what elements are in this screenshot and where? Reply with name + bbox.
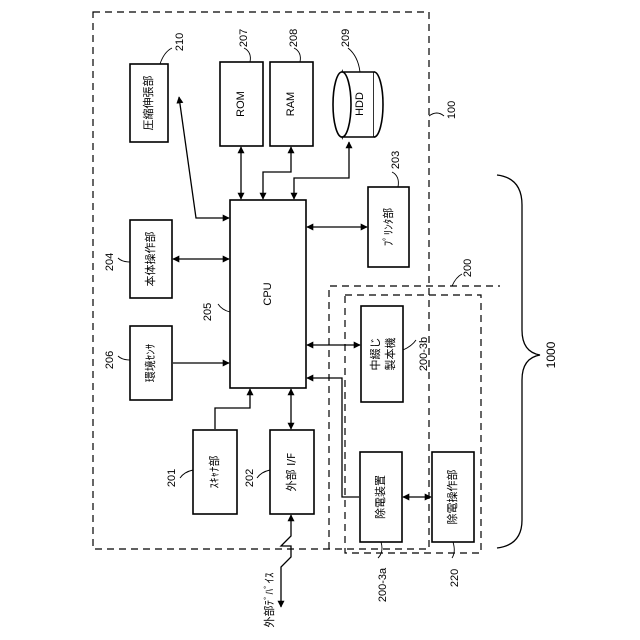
ref-leader-205 [218, 304, 230, 312]
rom-label: ROM [235, 91, 247, 117]
ref-204: 204 [104, 253, 116, 271]
ref-206: 206 [104, 351, 116, 369]
ref-leader-220 [452, 542, 454, 558]
connector-cpu-ram [263, 147, 291, 199]
env-sensor-label: 環境ｾﾝｻ [143, 343, 157, 382]
ref-202: 202 [244, 469, 256, 487]
ref-100: 100 [446, 101, 458, 119]
ref-208: 208 [288, 29, 300, 47]
ref-leader-200-3b [403, 340, 416, 350]
ref-leader-200-3a [378, 542, 382, 558]
ref-201: 201 [166, 469, 178, 487]
body-operation-label: 本体操作部 [143, 232, 157, 287]
ref-200-3b: 200-3b [418, 337, 430, 371]
ref-leader-200 [452, 274, 462, 286]
ram-label: RAM [285, 92, 297, 116]
system-brace [497, 175, 540, 548]
static-removal-label: 除電装置 [373, 475, 387, 519]
ref-1000: 1000 [544, 341, 558, 368]
printer-label: ﾌﾟﾘﾝﾀ部 [381, 208, 395, 247]
hdd-label: HDD [354, 92, 366, 116]
external-device-label: 外部ﾃﾞﾊﾞｲｽ [262, 572, 276, 627]
connector-external-if-device [281, 515, 291, 607]
ref-leader-207 [244, 48, 250, 62]
scanner-label: ｽｷｬﾅ部 [207, 456, 221, 489]
ref-leader-209 [348, 48, 360, 72]
bookbinding-label-line1: 中綴じ [368, 338, 382, 371]
bookbinding-label-line2: 製本機 [383, 338, 397, 371]
external-if-label: 外部 I/F [284, 453, 298, 492]
ref-leader-100 [429, 113, 444, 116]
connector-scanner-cpu [215, 389, 250, 429]
ref-leader-204 [118, 258, 130, 262]
ref-200-3a: 200-3a [377, 567, 389, 602]
ref-leader-208 [294, 48, 300, 62]
ref-207: 207 [238, 29, 250, 47]
ref-leader-201 [180, 470, 193, 478]
cpu-label: CPU [262, 282, 274, 305]
ref-205: 205 [202, 303, 214, 321]
connector-cpu-hdd [294, 142, 349, 199]
ref-leader-203 [392, 172, 398, 187]
ref-leader-206 [118, 356, 130, 360]
ref-leader-202 [257, 470, 270, 478]
ref-203: 203 [390, 151, 402, 169]
ref-210: 210 [174, 33, 186, 51]
ref-leader-210 [160, 48, 172, 64]
hdd-cylinder-right-cap [374, 72, 383, 137]
compress-label: 圧縮伸張部 [141, 76, 155, 131]
ref-220: 220 [449, 569, 461, 587]
ref-200: 200 [462, 259, 474, 277]
hdd-cylinder-left-cap [333, 72, 351, 137]
ref-209: 209 [340, 29, 352, 47]
static-operation-label: 除電操作部 [445, 470, 459, 525]
